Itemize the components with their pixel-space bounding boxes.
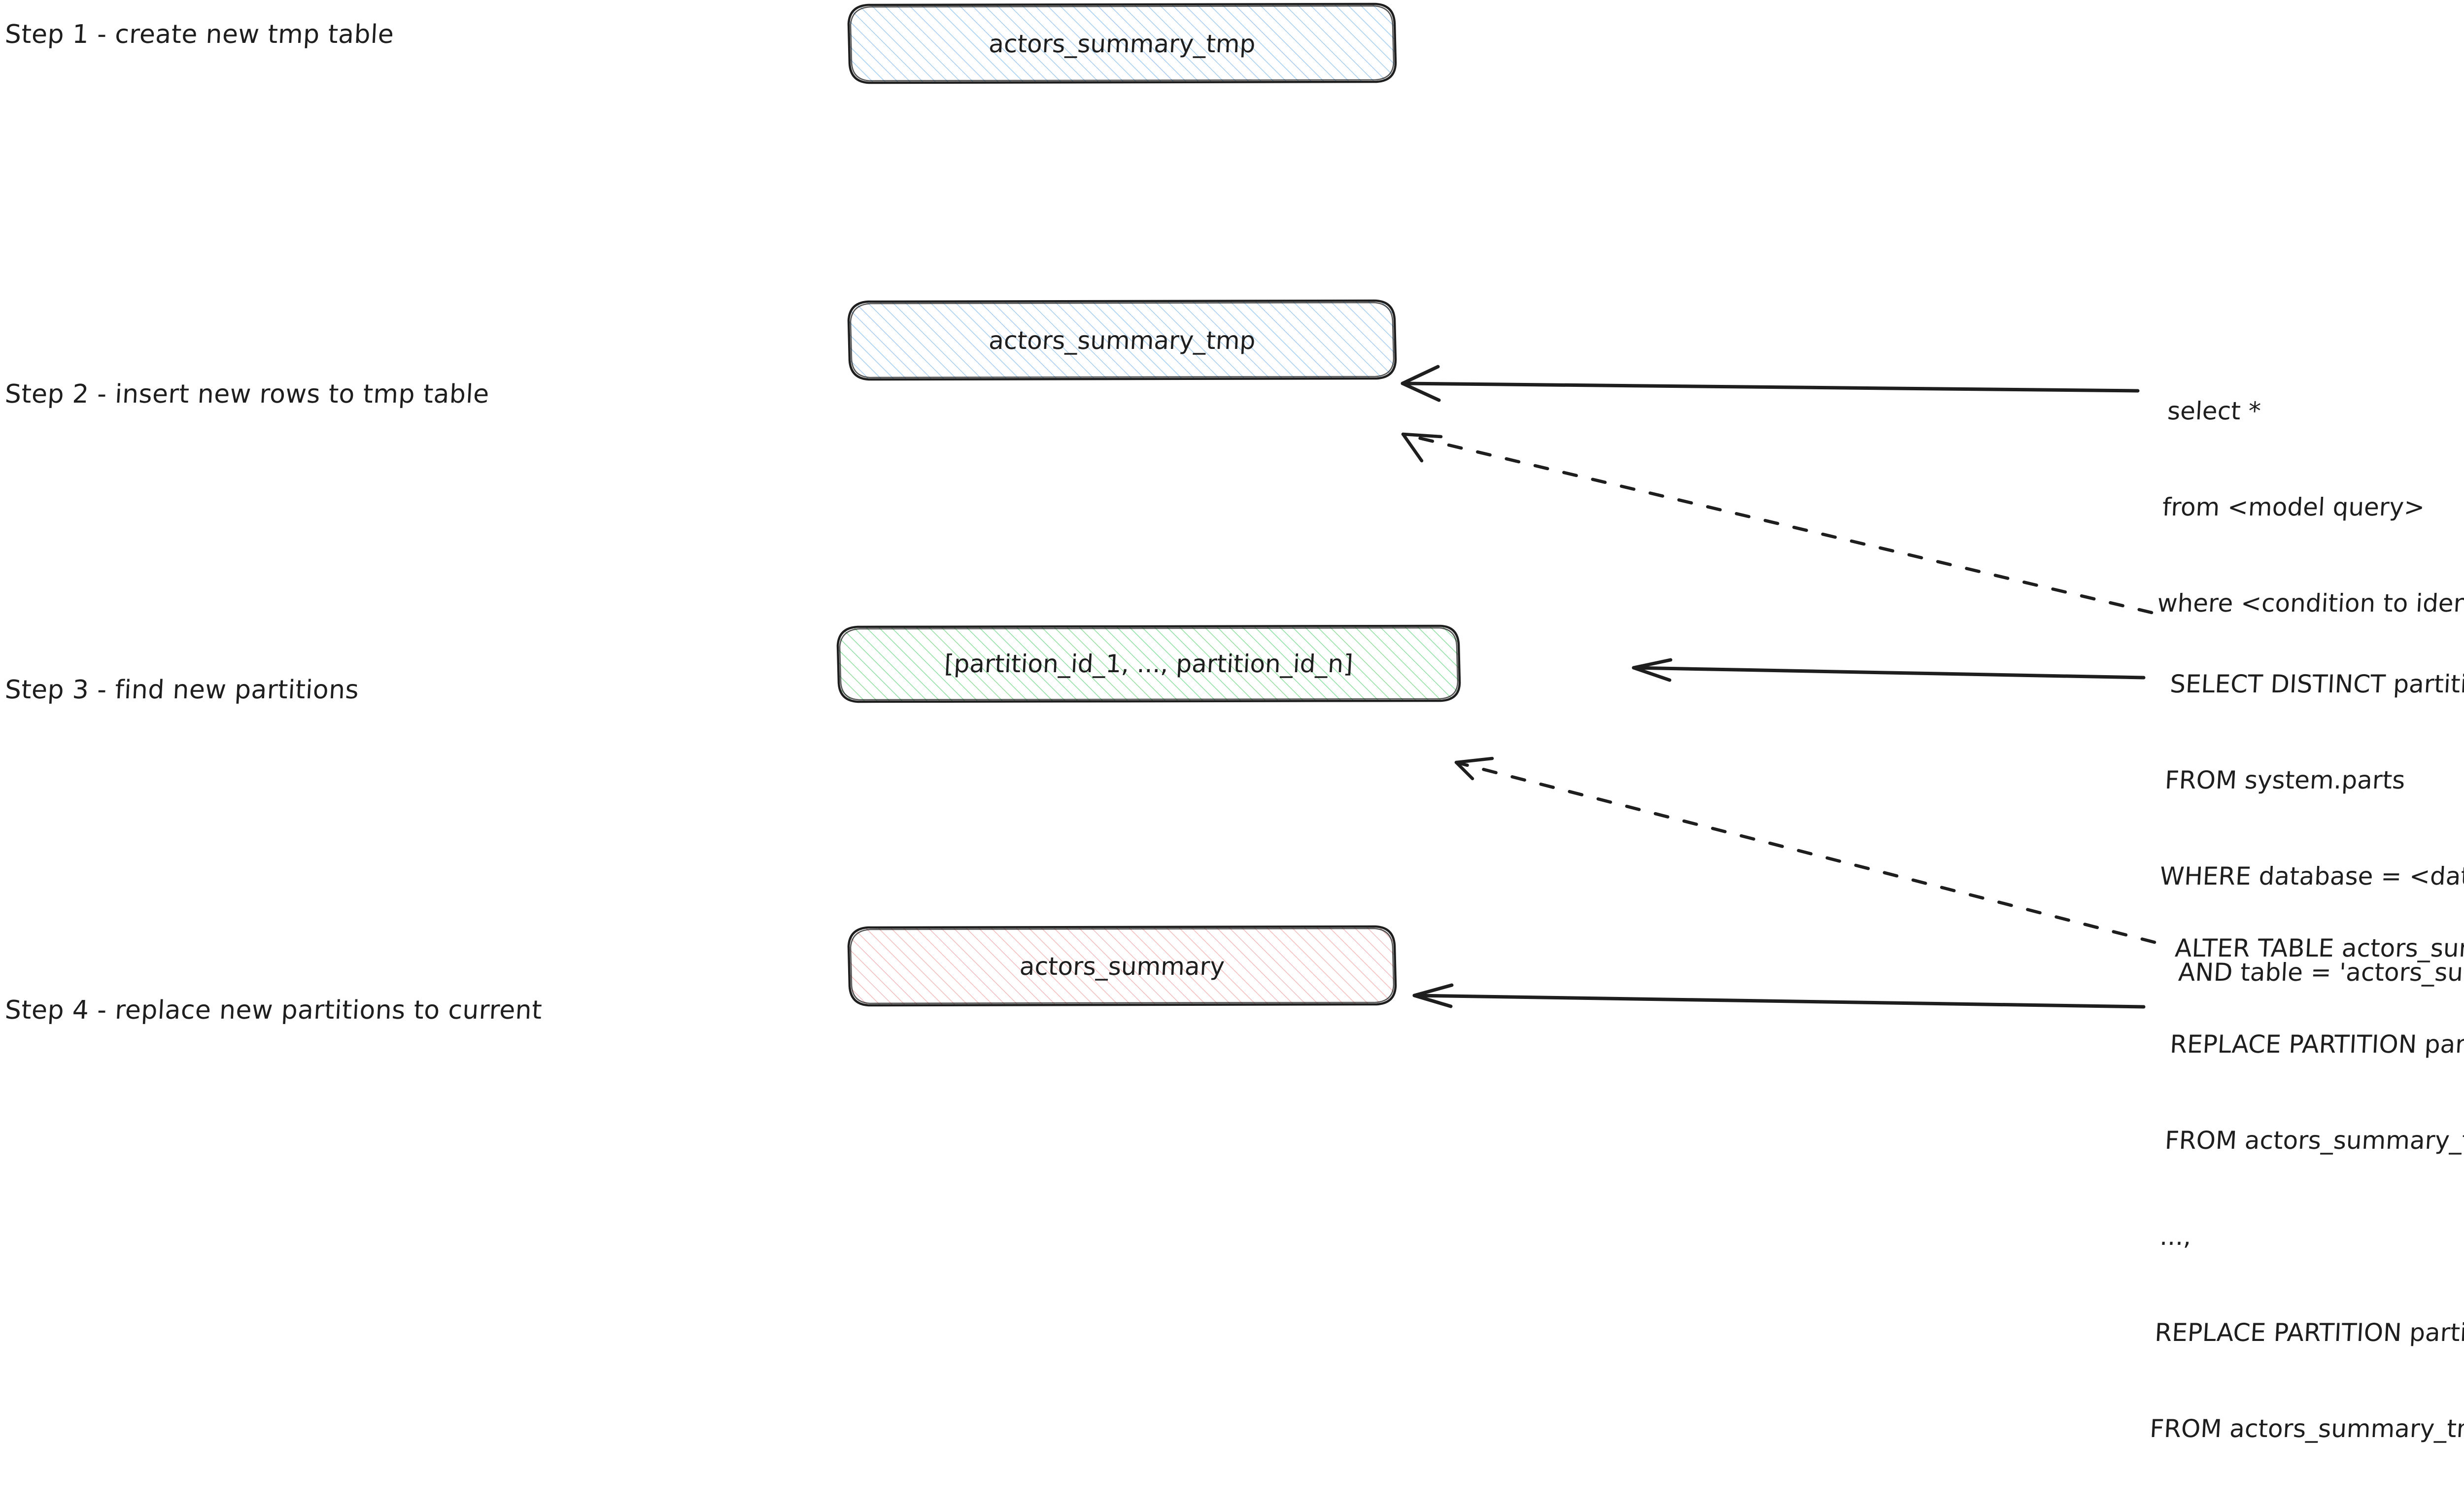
node-4-shape[interactable]: [847, 925, 1397, 1007]
diagram-vector-layer: [836, 2, 2156, 1009]
arrow-step4-sql-to-node4: [1412, 983, 2146, 1009]
step-2-label: Step 2 - insert new rows to tmp table: [4, 379, 490, 409]
step3-sql-line-2: FROM system.parts: [2164, 766, 2406, 794]
step4-sql-line-1: ALTER TABLE actors_summary: [2174, 934, 2464, 962]
step4-sql-line-3: FROM actors_summary_tmp,: [2164, 1126, 2464, 1155]
step4-sql-line-6: FROM actors_summary_tmp,: [2149, 1414, 2464, 1443]
step4-sql-line-4: ...,: [2159, 1222, 2192, 1251]
node-4-label: actors_summary: [1019, 952, 1226, 981]
step2-sql-line-1: select *: [2166, 397, 2262, 425]
node-3-shape[interactable]: [836, 624, 1461, 703]
diagram-canvas: Step 1 - create new tmp table Step 2 - i…: [4, 2, 2464, 1443]
node-1-shape[interactable]: [847, 2, 1397, 84]
step2-sql-line-2: from <model query>: [2161, 493, 2426, 521]
arrow-node2-from-step3-sql-dashed: [1401, 432, 2154, 615]
step-1-label: Step 1 - create new tmp table: [4, 20, 395, 49]
step-4-label: Step 4 - replace new partitions to curre…: [4, 995, 543, 1025]
step4-sql-annotation: ALTER TABLE actors_summary REPLACE PARTI…: [2146, 868, 2464, 1509]
step4-sql-line-2: REPLACE PARTITION partition_id_1: [2169, 1030, 2464, 1059]
step3-sql-line-1: SELECT DISTINCT partition_id: [2169, 670, 2464, 698]
arrow-node3-from-step4-sql-dashed: [1454, 756, 2156, 944]
step4-sql-line-5: REPLACE PARTITION partition_id_n: [2154, 1318, 2464, 1347]
arrow-step2-sql-to-node2: [1401, 365, 2140, 402]
node-1-label: actors_summary_tmp: [988, 30, 1256, 58]
node-3-label: [partition_id_1, ..., partition_id_n]: [943, 650, 1354, 678]
step-3-label: Step 3 - find new partitions: [4, 675, 360, 705]
node-2-label: actors_summary_tmp: [988, 326, 1256, 355]
arrow-step3-sql-to-node3: [1632, 658, 2146, 682]
node-2-shape[interactable]: [847, 299, 1397, 381]
